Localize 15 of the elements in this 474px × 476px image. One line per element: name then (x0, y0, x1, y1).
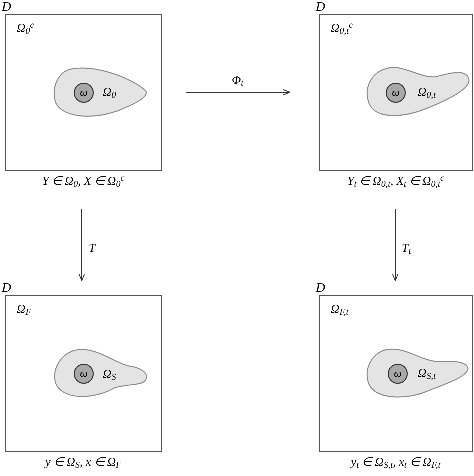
arrow (78, 208, 86, 282)
arrow (186, 89, 290, 96)
domain-label: D (316, 0, 326, 14)
arrow (392, 208, 399, 282)
region-label: Ω$_{0,t}$ (418, 84, 436, 100)
region-label: Ω$_{S}$ (103, 366, 116, 382)
region-label: Ω$_{S,t}$ (418, 365, 436, 381)
condition-label: y ∈ Ω$_{S}$, x ∈ Ω$_{F}$ (44, 455, 123, 469)
region-label: Ω$_{F}$ (17, 301, 32, 317)
domain-label: D (2, 0, 12, 14)
region-label: Ω$_{F,t}$ (331, 301, 349, 317)
region-label: Ω$_{0}$ (103, 84, 116, 100)
domain-label: D (316, 281, 326, 295)
domain-label: D (2, 281, 12, 295)
condition-label: y$_{t}$ ∈ Ω$_{S,t}$, x$_{t}$ ∈ Ω$_{F,t}$ (349, 455, 442, 469)
